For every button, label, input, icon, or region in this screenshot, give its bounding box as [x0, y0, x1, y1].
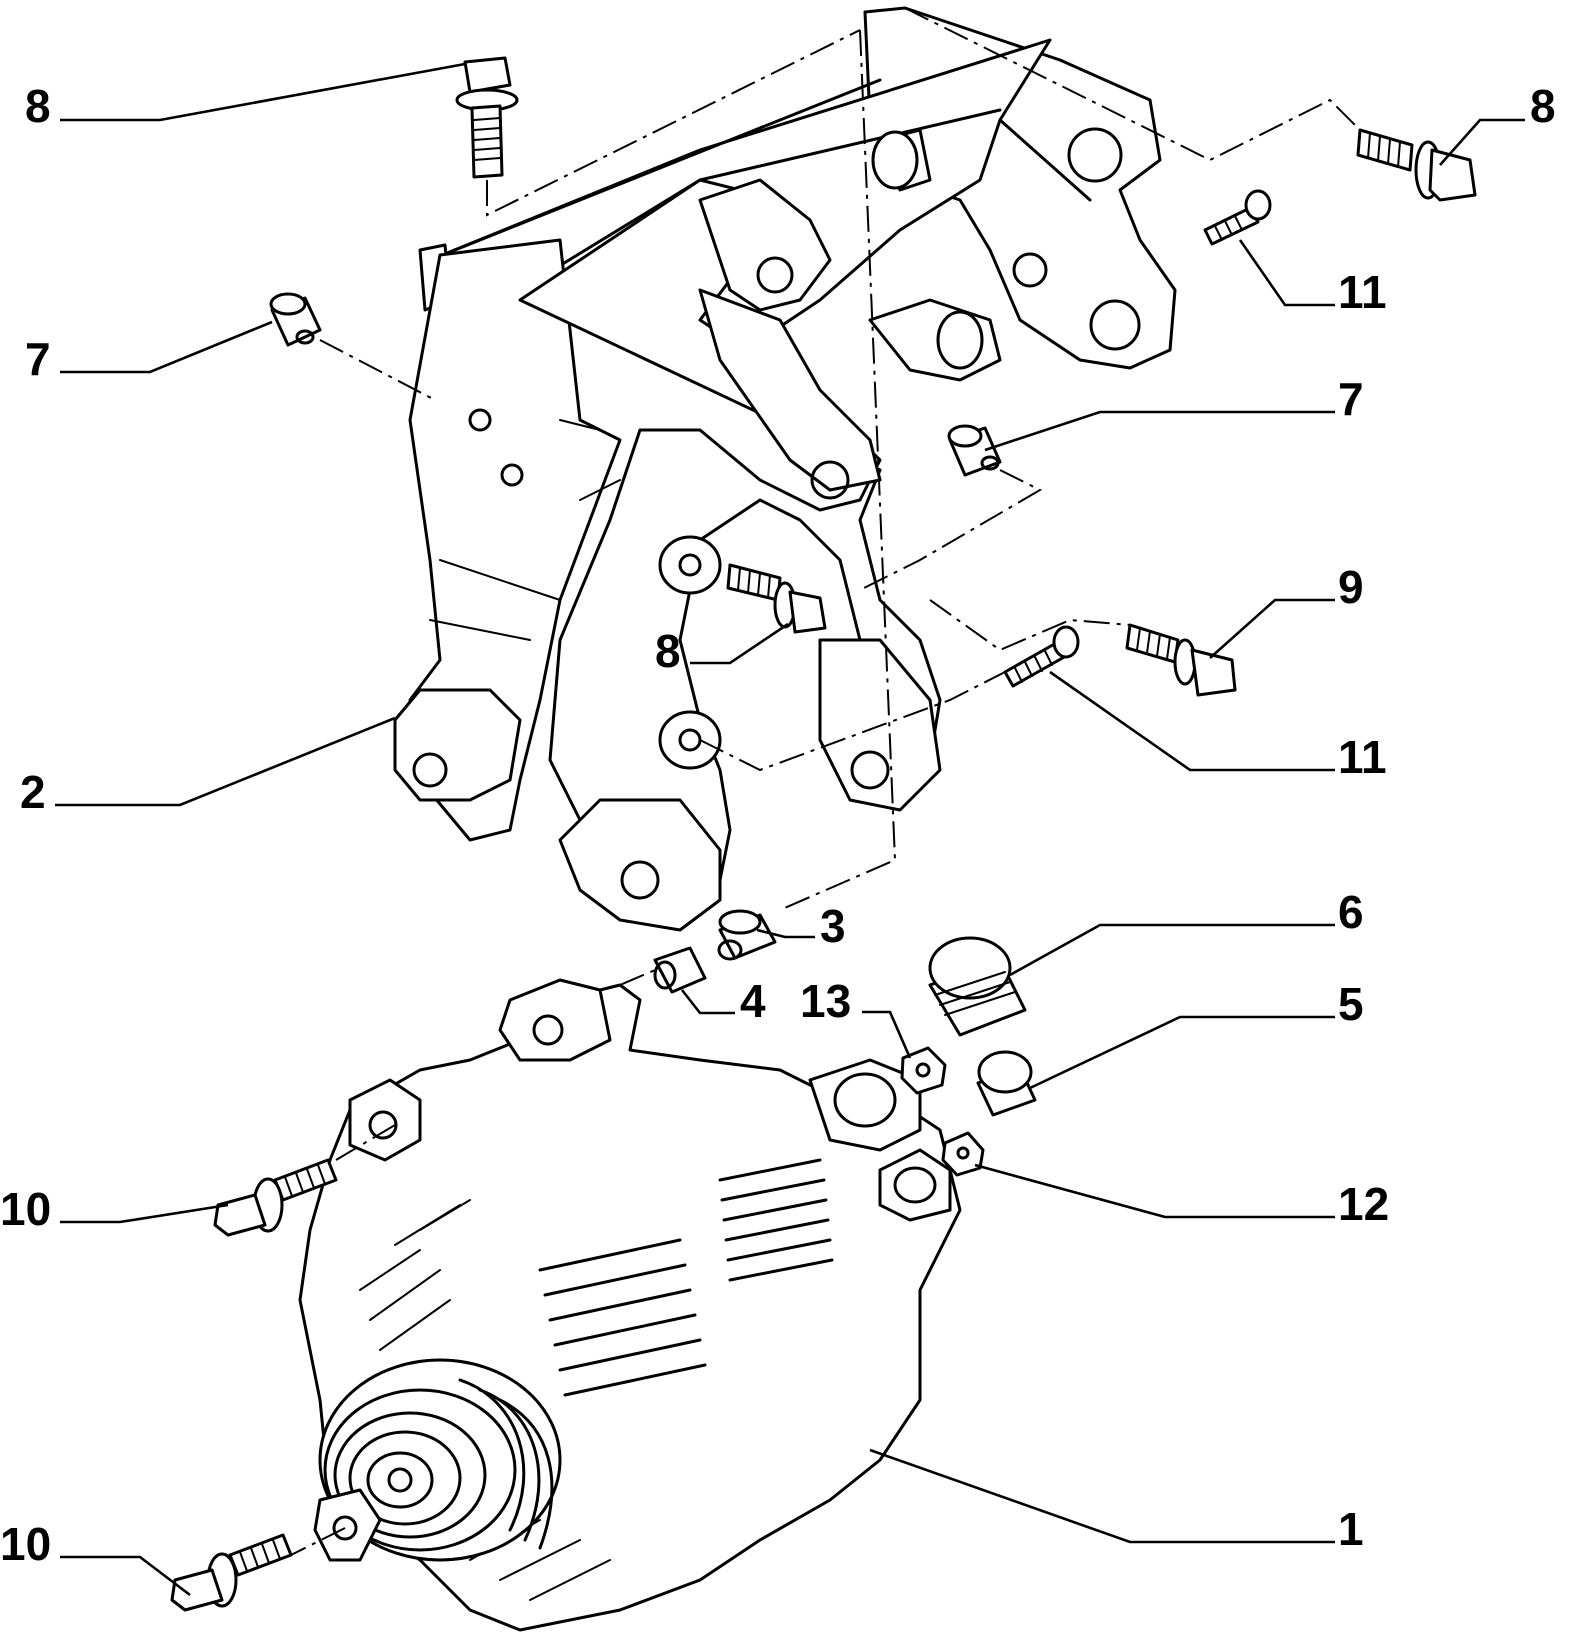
callout-11-upper: 11 [1338, 266, 1387, 318]
bolt-11-upper [1203, 189, 1272, 246]
callout-5: 5 [1338, 978, 1364, 1030]
callout-12: 12 [1338, 1178, 1389, 1230]
bolt-8-center [726, 563, 827, 634]
callout-3: 3 [820, 900, 846, 952]
callout-8-center: 8 [655, 625, 681, 677]
bolt-8-right [1356, 128, 1477, 202]
bolt-9 [1125, 623, 1237, 697]
alternator [298, 978, 962, 1632]
callout-11-lower: 11 [1338, 731, 1387, 783]
callout-9: 9 [1338, 561, 1364, 613]
callout-13: 13 [800, 975, 851, 1027]
bolt-8-top [455, 56, 519, 179]
spacer-7-left [269, 292, 322, 347]
callout-4: 4 [740, 975, 766, 1027]
nut-12 [941, 1131, 985, 1177]
cap-6 [928, 936, 1027, 1037]
callout-2: 2 [20, 766, 46, 818]
sleeve-4 [653, 946, 707, 994]
bolt-10-lower [170, 1533, 293, 1612]
bolt-11-lower [1003, 625, 1080, 688]
leader-lines [55, 62, 1525, 1597]
callout-10-lower: 10 [0, 1518, 51, 1570]
assembly-centerlines [290, 7, 1361, 1556]
callout-6: 6 [1338, 886, 1364, 938]
spacer-7-right [947, 424, 1002, 477]
callout-1: 1 [1338, 1503, 1364, 1555]
housing-fins [538, 1158, 834, 1397]
nut-13 [900, 1046, 947, 1095]
callout-labels: 8 8 11 7 7 9 8 2 11 3 6 4 13 5 10 12 10 … [0, 80, 1556, 1570]
mounting-bracket [393, 6, 1177, 932]
sleeve-3 [717, 909, 777, 961]
callout-8-top-left: 8 [25, 80, 51, 132]
terminal-block [808, 1058, 952, 1222]
callout-7-right: 7 [1338, 373, 1364, 425]
callout-8-top-right: 8 [1530, 80, 1556, 132]
callout-10-upper: 10 [0, 1183, 51, 1235]
callout-7-left: 7 [25, 333, 51, 385]
cap-5 [976, 1050, 1037, 1117]
